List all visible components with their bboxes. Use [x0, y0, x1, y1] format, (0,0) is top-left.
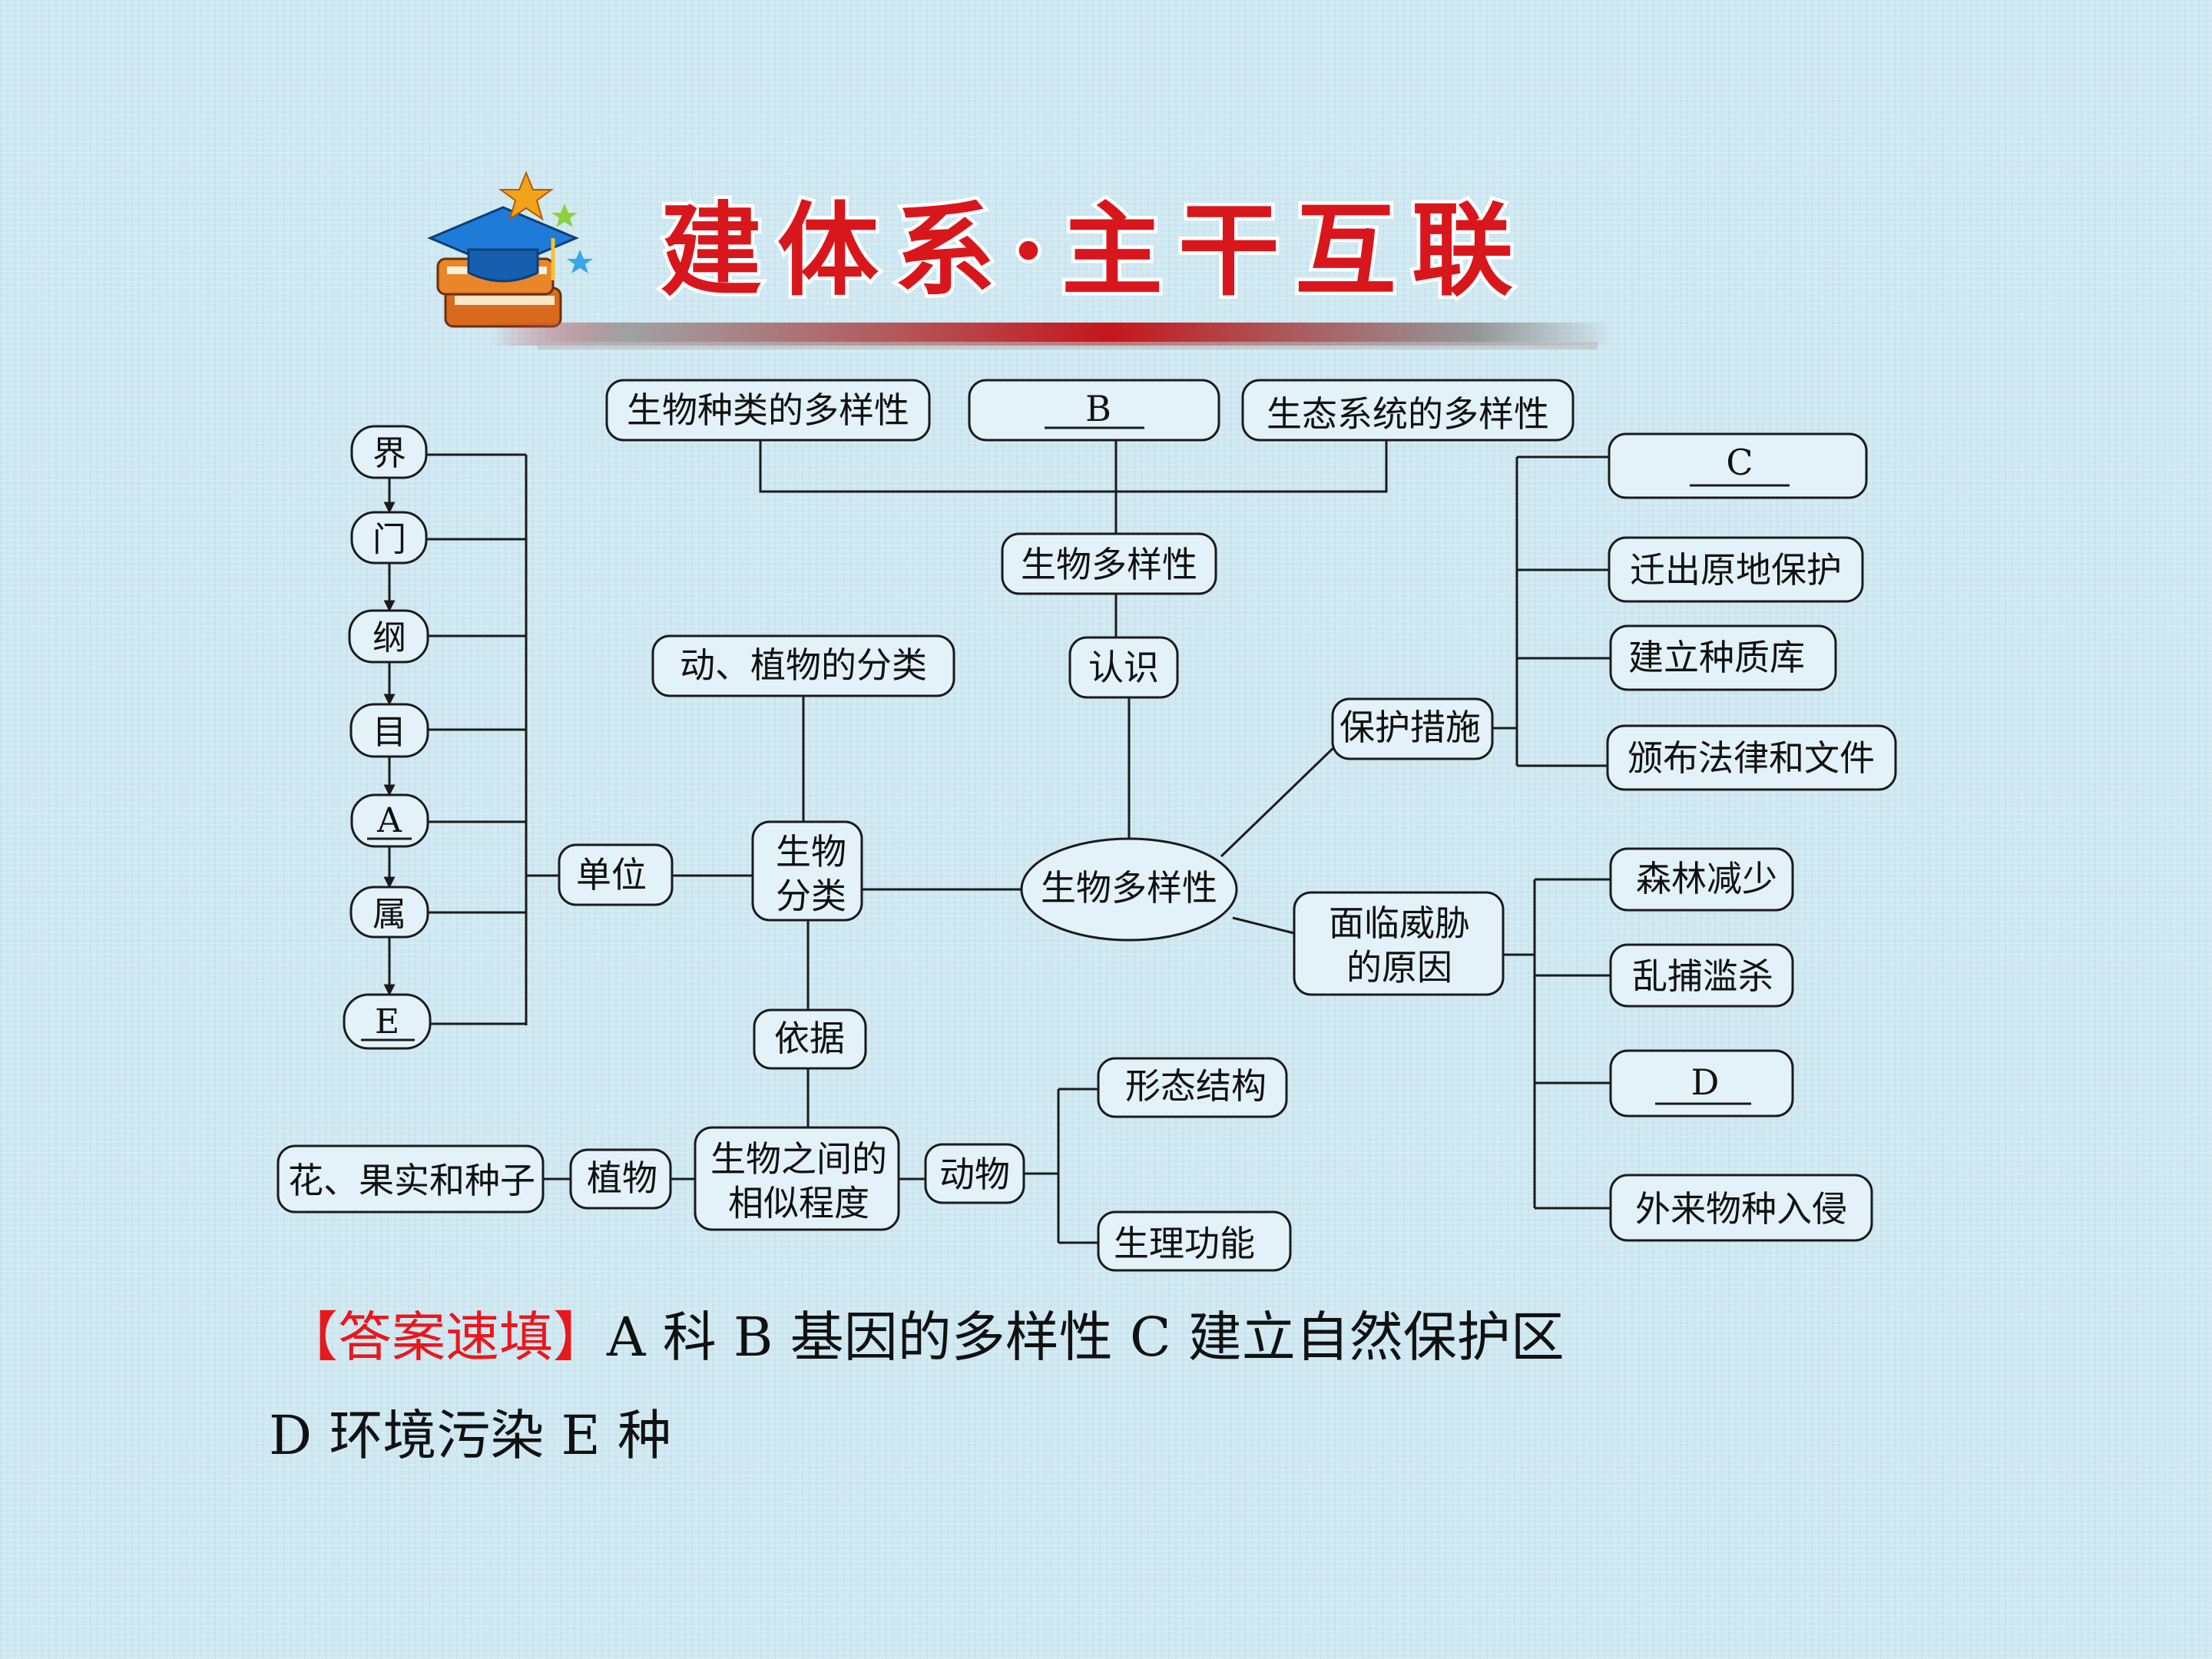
node-biodiversity-center: 生物多样性	[1020, 837, 1238, 942]
node-blank-b: B	[968, 379, 1220, 442]
node-species-diversity: 生物种类的多样性	[605, 379, 931, 442]
answer-line-2: D 环境污染 E 种	[269, 1404, 671, 1467]
node-gene-bank: 建立种质库	[1609, 624, 1837, 691]
rank-label: 界	[373, 434, 406, 473]
node-label: 依据	[774, 1018, 845, 1059]
blank-b-label: B	[1085, 388, 1111, 429]
node-label: 生理功能	[1114, 1223, 1255, 1264]
node-basis: 依据	[753, 1008, 867, 1070]
node-blank-d: D	[1609, 1049, 1794, 1118]
node-label: 乱捕滥杀	[1632, 955, 1773, 997]
node-label: 建立种质库	[1628, 637, 1805, 678]
node-label: 生物多样性	[1021, 544, 1197, 585]
node-label: 花、果实和种子	[288, 1160, 535, 1201]
node-invasive: 外来物种入侵	[1609, 1174, 1873, 1242]
rank-label: 目	[373, 713, 406, 752]
node-classification-topic: 动、植物的分类	[651, 634, 955, 697]
rank-blank-a: A	[350, 793, 429, 848]
node-label: 面临威胁的原因	[1329, 902, 1470, 988]
node-label: 生物多样性	[1041, 867, 1217, 909]
node-label: 迁出原地保护	[1630, 549, 1842, 591]
rank-label: A	[376, 801, 402, 840]
node-animals: 动物	[924, 1143, 1025, 1204]
node-plants: 植物	[569, 1148, 672, 1210]
header-icon	[427, 171, 593, 328]
blank-d-label: D	[1691, 1061, 1720, 1103]
node-deforestation: 森林减少	[1609, 847, 1794, 912]
page-title: 建体系·主干互联	[661, 191, 1528, 310]
node-ecosystem-diversity: 生态系统的多样性	[1241, 379, 1575, 442]
connectors	[383, 439, 1611, 1244]
node-poaching: 乱捕滥杀	[1609, 943, 1794, 1008]
node-label: 动、植物的分类	[680, 644, 927, 686]
rank-order: 目	[349, 703, 429, 758]
node-flower-fruit-seed: 花、果实和种子	[276, 1144, 545, 1214]
node-label: 外来物种入侵	[1635, 1188, 1847, 1230]
answer-heading: 【答案速填】	[284, 1306, 607, 1369]
node-recognize: 认识	[1068, 636, 1179, 699]
rank-class: 纲	[348, 609, 429, 664]
rank-genus: 属	[349, 886, 429, 939]
rank-phylum: 门	[350, 511, 428, 565]
node-morphology: 形态结构	[1097, 1057, 1288, 1118]
node-label: 森林减少	[1636, 858, 1777, 899]
rank-label: 门	[373, 520, 406, 559]
rank-label: E	[375, 1002, 399, 1041]
node-protection: 保护措施	[1331, 697, 1494, 760]
node-label: 单位	[576, 854, 647, 896]
blank-c-label: C	[1726, 442, 1753, 483]
node-physiology: 生理功能	[1097, 1210, 1292, 1272]
node-label: 认识	[1088, 647, 1159, 688]
node-label: 生物分类	[776, 831, 846, 917]
node-label: 动物	[939, 1154, 1010, 1195]
answer-text-1: A 科 B 基因的多样性 C 建立自然保护区	[606, 1306, 1565, 1369]
rank-kingdom: 界	[350, 425, 428, 479]
node-unit: 单位	[558, 843, 674, 906]
rank-label: 属	[373, 895, 406, 934]
node-biodiversity-top: 生物多样性	[1001, 532, 1217, 595]
node-similarity: 生物之间的相似程度	[694, 1126, 900, 1231]
node-bio-classification: 生物分类	[751, 820, 863, 922]
rank-label: 纲	[373, 618, 406, 657]
node-relocation: 迁出原地保护	[1608, 536, 1864, 603]
node-threats: 面临威胁的原因	[1293, 891, 1505, 996]
node-blank-c: C	[1608, 432, 1868, 499]
node-label: 植物	[587, 1157, 657, 1199]
title-underline-shadow	[538, 342, 1598, 349]
rank-list: 界 门 纲 目 A 属 E	[343, 425, 432, 1050]
node-label: 生物之间的相似程度	[710, 1138, 887, 1224]
node-label: 颁布法律和文件	[1628, 737, 1875, 779]
node-label: 形态结构	[1125, 1065, 1267, 1107]
node-label: 生态系统的多样性	[1267, 393, 1549, 435]
node-laws: 颁布法律和文件	[1606, 724, 1897, 791]
answer-line-1: 【答案速填】A 科 B 基因的多样性 C 建立自然保护区	[284, 1306, 1565, 1369]
node-label: 生物种类的多样性	[627, 389, 909, 431]
rank-blank-e: E	[343, 993, 432, 1050]
node-label: 保护措施	[1339, 707, 1481, 748]
